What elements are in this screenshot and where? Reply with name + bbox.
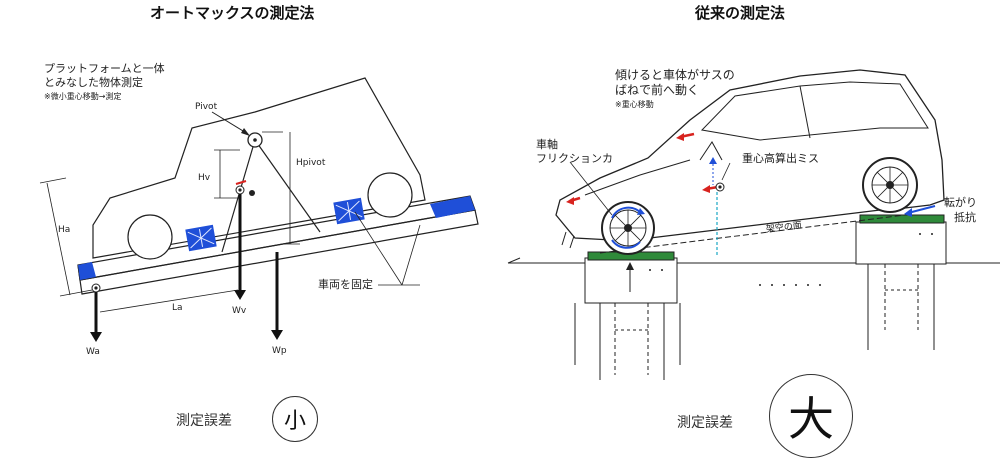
tilt-label-line2: ばねで前へ動く	[615, 83, 700, 97]
hpivot-label: Hpivot	[296, 158, 326, 168]
platform-label-line1: プラットフォームと一体	[44, 62, 165, 75]
platform-label-line2: とみなした物体測定	[44, 76, 143, 89]
rolling-label-line2: 抵抗	[954, 211, 976, 224]
wheel-chock-left	[185, 224, 217, 252]
left-lift-dots	[649, 269, 663, 271]
left-diagram	[39, 77, 479, 342]
rear-wheel-right	[862, 157, 918, 213]
la-label: La	[172, 303, 183, 313]
rear-wheel	[127, 214, 173, 260]
left-error-label: 測定誤差	[176, 413, 232, 429]
right-diagram-title: 従来の測定法	[695, 4, 786, 22]
tilt-note: ※重心移動	[615, 100, 654, 109]
cg-error-label: 重心高算出ミス	[742, 152, 819, 165]
right-error-value: 大	[788, 392, 834, 446]
front-wheel-right	[601, 201, 655, 255]
car-details	[561, 81, 929, 249]
front-wheel	[367, 172, 413, 218]
wv-label: Wv	[232, 306, 247, 316]
ha-label: Ha	[58, 225, 71, 235]
reference-dots	[759, 284, 821, 286]
wheel-chock-right	[333, 197, 365, 225]
right-lift-post	[855, 214, 947, 350]
pivot-label: Pivot	[195, 102, 218, 112]
fixed-vehicle-label: 車両を固定	[318, 278, 373, 291]
axle-label-line1: 車軸	[536, 138, 558, 151]
platform-note: ※微小重心移動→測定	[44, 92, 122, 101]
pivot-pointer	[211, 111, 249, 135]
hv-label: Hv	[198, 173, 211, 183]
combined-cg-marker	[249, 190, 255, 196]
tilt-label-line1: 傾けると車体がサスの	[615, 68, 735, 82]
platform-blue-cap-left	[78, 262, 96, 280]
wp-label: Wp	[272, 346, 287, 356]
left-lift-post	[574, 251, 681, 380]
left-error-value: 小	[283, 409, 306, 434]
left-diagram-title: オートマックスの測定法	[150, 4, 315, 22]
dimension-lines	[39, 131, 421, 313]
left-error-circle: 小	[272, 396, 318, 442]
axle-label-line2: フリクションカ	[536, 152, 613, 165]
wa-label: Wa	[86, 347, 100, 357]
platform-blue-cap-right	[430, 196, 475, 218]
rolling-label-line1: 転がり	[944, 196, 977, 209]
imaginary-plane	[599, 214, 906, 254]
right-error-label: 測定誤差	[677, 415, 733, 431]
right-error-circle: 大	[769, 374, 853, 458]
